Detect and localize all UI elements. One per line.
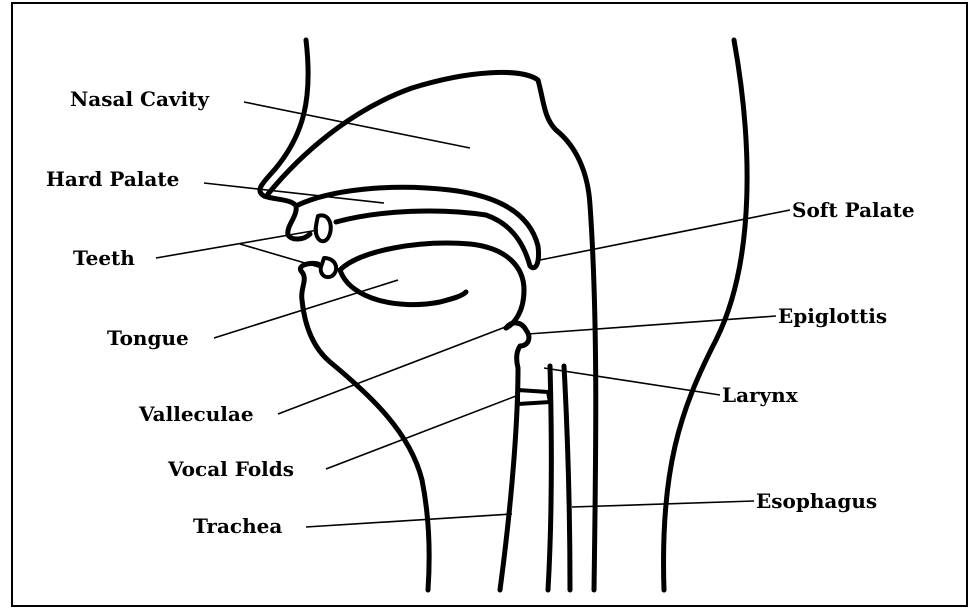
label-trachea: Trachea bbox=[193, 514, 282, 538]
label-larynx: Larynx bbox=[722, 383, 799, 407]
diagram-labels: Nasal Cavity Hard Palate Teeth Tongue Va… bbox=[46, 87, 915, 538]
neck-back bbox=[663, 40, 747, 590]
leader-nasal-cavity bbox=[244, 102, 470, 148]
lower-tooth bbox=[321, 258, 336, 277]
label-epiglottis: Epiglottis bbox=[778, 304, 887, 328]
label-nasal-cavity: Nasal Cavity bbox=[70, 87, 210, 111]
tongue-outline bbox=[340, 243, 524, 328]
trachea-back-wall bbox=[548, 366, 551, 590]
nasal-roof bbox=[268, 72, 596, 590]
label-hard-palate: Hard Palate bbox=[46, 167, 179, 191]
upper-tooth bbox=[316, 215, 331, 241]
label-vocal-folds: Vocal Folds bbox=[167, 457, 294, 481]
leader-teeth-lower bbox=[240, 244, 322, 268]
leader-larynx bbox=[544, 368, 720, 395]
leader-epiglottis bbox=[528, 316, 776, 334]
label-soft-palate: Soft Palate bbox=[792, 198, 915, 222]
leader-esophagus bbox=[572, 501, 754, 507]
face-profile-lower bbox=[300, 263, 429, 590]
leader-trachea bbox=[306, 514, 512, 527]
leader-vocal-folds bbox=[326, 396, 516, 469]
epiglottis-outline bbox=[500, 323, 529, 590]
label-esophagus: Esophagus bbox=[756, 489, 877, 513]
label-valleculae: Valleculae bbox=[138, 402, 254, 426]
leader-teeth-upper bbox=[156, 230, 318, 258]
label-teeth: Teeth bbox=[73, 246, 135, 270]
anatomy-outline bbox=[260, 40, 747, 590]
leader-hard-palate bbox=[204, 183, 384, 203]
esophagus-back-wall bbox=[564, 366, 570, 590]
vocal-folds-outline bbox=[518, 390, 550, 404]
face-profile-upper bbox=[260, 40, 310, 239]
leader-soft-palate bbox=[540, 210, 790, 260]
label-tongue: Tongue bbox=[107, 326, 189, 350]
